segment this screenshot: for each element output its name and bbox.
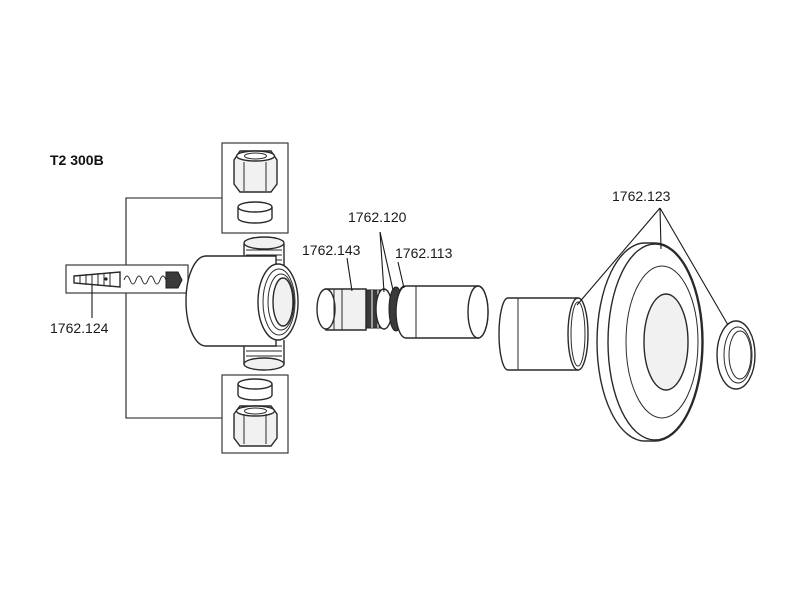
- nut-bracket: [125, 197, 226, 419]
- label-sleeve: 1762.113: [395, 245, 453, 261]
- label-adjust-screw: 1762.124: [50, 320, 109, 336]
- label-cartridge: 1762.143: [302, 242, 361, 258]
- top-ring: [237, 201, 273, 224]
- bottom-ring: [237, 378, 273, 401]
- bottom-nut-box: [221, 374, 289, 454]
- top-nut-box: [221, 142, 289, 234]
- label-trim-kit: 1762.123: [612, 188, 671, 204]
- sleeve: [395, 285, 489, 339]
- leader-cartridge: [346, 257, 353, 292]
- leader-sleeve: [397, 261, 405, 289]
- adjust-screw-assembly: [65, 264, 189, 294]
- bottom-compression-nut: [233, 405, 278, 447]
- leader-trim-ring: [659, 207, 729, 326]
- diagram-title: T2 300B: [50, 152, 104, 168]
- leader-trim-tube: [576, 207, 661, 306]
- leader-o-ring-2: [379, 231, 394, 291]
- top-compression-nut: [233, 150, 278, 193]
- extension-tube: [498, 297, 589, 371]
- retaining-ring: [716, 320, 756, 390]
- leader-o-ring-1: [379, 231, 385, 293]
- cover-plate: [596, 242, 704, 442]
- label-o-rings: 1762.120: [348, 209, 407, 225]
- leader-trim-plate: [659, 207, 662, 250]
- valve-body: [185, 236, 299, 371]
